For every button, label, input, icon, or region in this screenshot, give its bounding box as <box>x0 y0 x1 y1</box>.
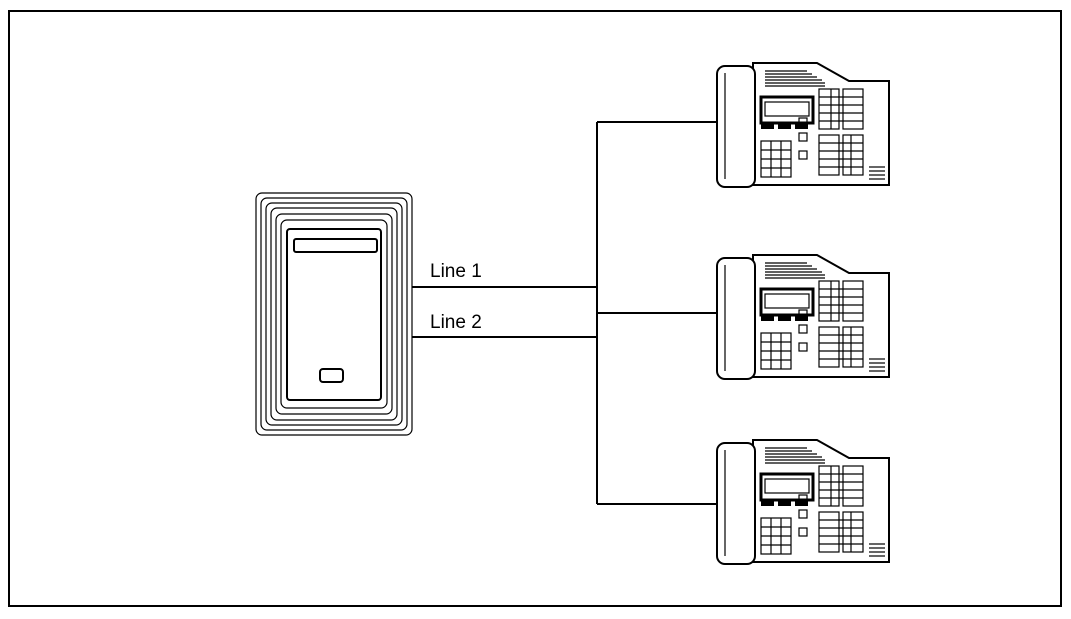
telephone-icon <box>715 438 891 566</box>
line-2-label: Line 2 <box>430 312 482 333</box>
key-system-control-unit-icon <box>255 192 413 436</box>
telephone-icon <box>715 61 891 189</box>
wiring <box>412 121 720 505</box>
telephone-icon <box>715 253 891 381</box>
line-1-label: Line 1 <box>430 261 482 282</box>
diagram-frame <box>8 10 1062 607</box>
